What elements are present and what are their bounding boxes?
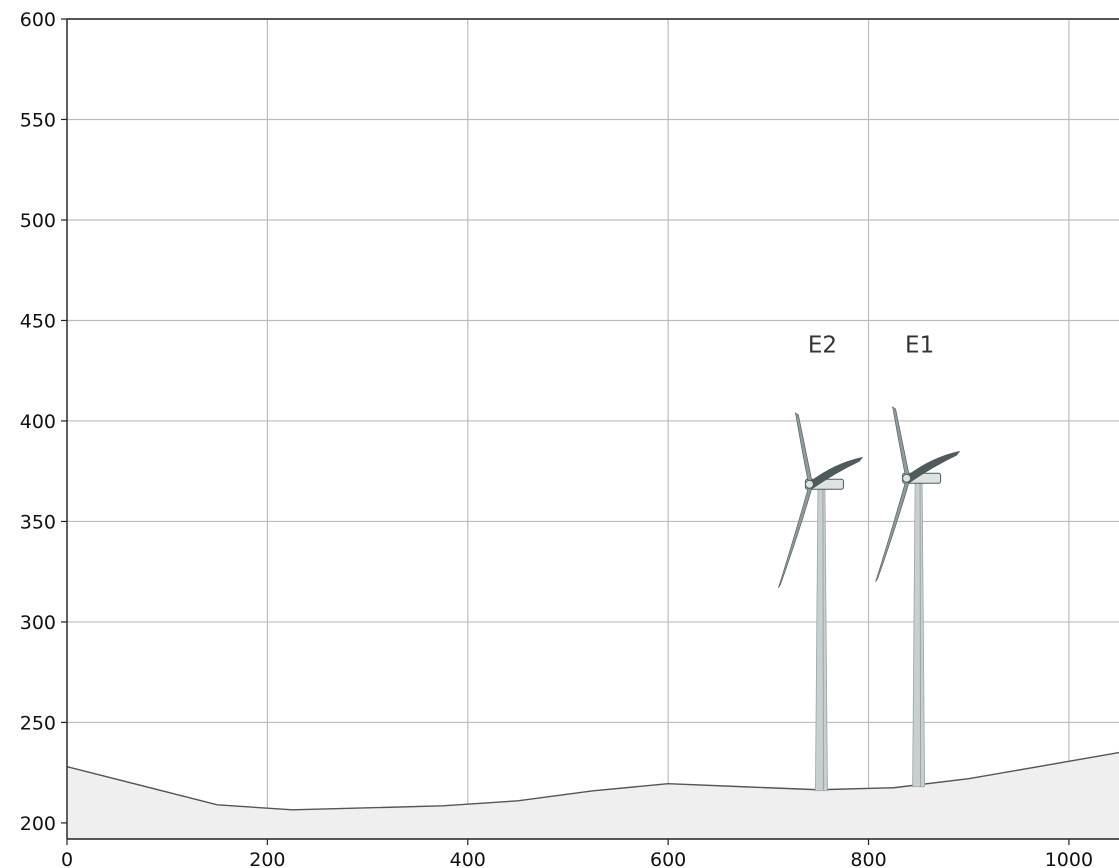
turbine-blade: [778, 485, 813, 588]
turbine-tower: [912, 480, 926, 788]
turbine-hub: [902, 473, 912, 483]
y-tick-label: 400: [20, 411, 56, 433]
turbine-label: E2: [808, 332, 837, 358]
turbine-blade: [892, 406, 910, 478]
x-tick-label: 400: [450, 849, 486, 868]
turbine-hub: [804, 479, 814, 489]
x-tick-label: 600: [650, 849, 686, 868]
turbine-blade: [795, 412, 813, 484]
turbine-label: E1: [905, 332, 934, 358]
y-tick-label: 250: [20, 712, 56, 734]
turbine-e1: [875, 406, 961, 788]
terrain-area: [67, 752, 1119, 839]
x-tick-label: 0: [61, 849, 73, 868]
grid-lines: [66, 18, 1119, 839]
y-tick-label: 200: [20, 813, 56, 835]
x-tick-label: 1000: [1045, 849, 1093, 868]
y-tick-label: 500: [20, 210, 56, 232]
turbine-e2: [778, 412, 864, 792]
y-tick-label: 300: [20, 612, 56, 634]
terrain-line: [67, 751, 1119, 811]
turbine-blade: [875, 479, 911, 582]
turbine-layer: [778, 406, 961, 792]
turbine-blade: [809, 456, 864, 490]
x-tick-label: 200: [249, 849, 285, 868]
turbine-blade: [906, 450, 961, 484]
y-tick-label: 550: [20, 109, 56, 131]
terrain-profile: [67, 751, 1119, 839]
axes: [61, 18, 1119, 845]
turbine-tower-shade: [919, 483, 922, 787]
tick-labels: E2 E1 0 200 400 600 800 1000 200 250 300 350 400 450 5…: [20, 9, 1093, 868]
x-tick-label: 800: [850, 849, 886, 868]
y-tick-label: 600: [20, 9, 56, 31]
y-tick-label: 450: [20, 310, 56, 332]
turbine-tower-shade: [822, 489, 824, 791]
y-tick-label: 350: [20, 511, 56, 533]
turbine-tower: [815, 486, 828, 792]
